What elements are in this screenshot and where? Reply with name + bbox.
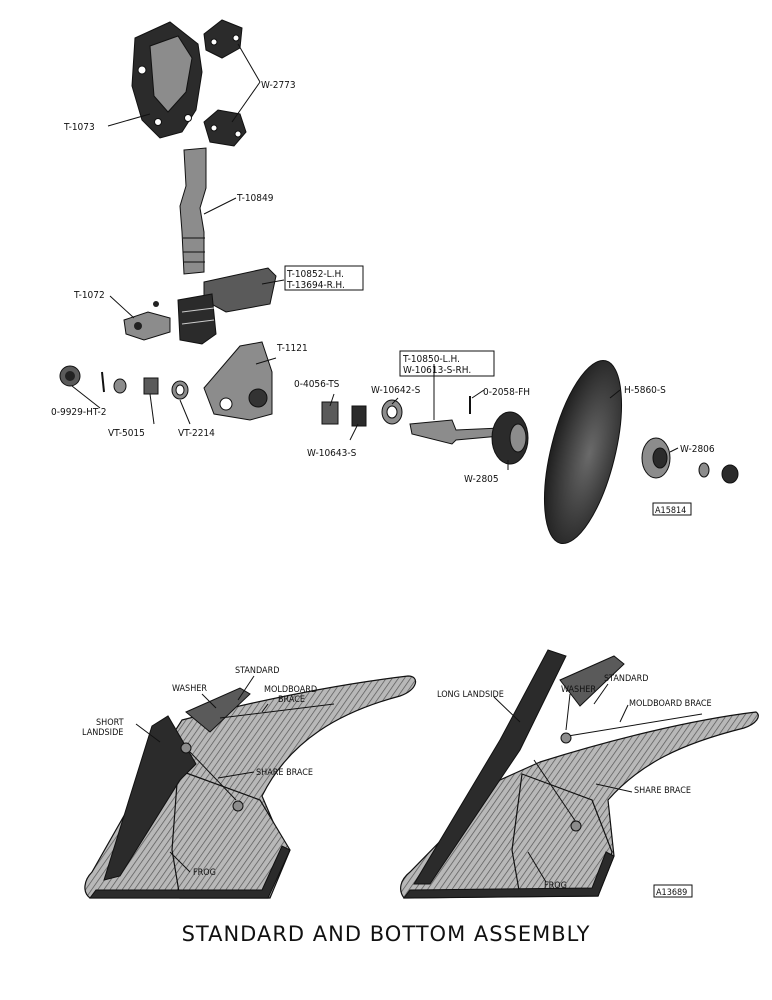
w-2773-lower-cap	[203, 109, 247, 147]
w-2805-hub	[491, 411, 529, 465]
left-label-short: SHORT	[96, 718, 124, 728]
t-10849-shaft	[179, 147, 207, 275]
t-10852-standard-arm	[177, 267, 277, 345]
right-label-frog: FROG	[544, 881, 567, 891]
left-label-washer: WASHER	[172, 684, 207, 694]
label-0-4056: 0-4056-TS	[294, 379, 340, 390]
w-2806-cap	[641, 437, 739, 484]
top-leader-lines	[71, 43, 679, 470]
vt-2214-seal	[171, 380, 189, 400]
page-title: STANDARD AND BOTTOM ASSEMBLY	[181, 922, 591, 946]
label-t-10852: T-10852-L.H.	[286, 269, 344, 280]
label-t-10849: T-10849	[236, 193, 274, 204]
left-label-frog: FROG	[193, 868, 216, 878]
label-h-5860: H-5860-S	[624, 385, 666, 396]
left-label-brace: BRACE	[278, 695, 305, 705]
right-label-standard: STANDARD	[604, 674, 648, 684]
label-w-10613: W-10613-S-RH.	[403, 365, 471, 376]
w-2773-upper-cap	[203, 19, 243, 59]
a13689-code-box	[653, 884, 693, 898]
left-leader-lines	[135, 675, 269, 873]
0-9929-dust-cap	[59, 365, 81, 387]
label-w-2805: W-2805	[464, 474, 499, 485]
t-1072-clamp	[123, 301, 171, 341]
t-10852-label-box	[284, 265, 364, 291]
label-t-13694: T-13694-R.H.	[286, 280, 345, 291]
label-t-1073: T-1073	[63, 122, 95, 133]
label-vt-2214: VT-2214	[178, 428, 215, 439]
left-label-landside: LANDSIDE	[82, 728, 123, 738]
label-t-1072: T-1072	[73, 290, 105, 301]
label-w-10643: W-10643-S	[307, 448, 357, 459]
t-10850-spindle	[409, 396, 501, 445]
right-leader-lines	[493, 683, 633, 883]
label-w-2806: W-2806	[680, 444, 715, 455]
left-label-share-brace: SHARE BRACE	[256, 768, 313, 778]
label-t-10850: T-10850-L.H.	[402, 354, 460, 365]
label-a15814: A15814	[655, 506, 686, 516]
label-a13689: A13689	[656, 888, 687, 898]
bearing-cup-group	[321, 399, 403, 427]
t-1073-bracket	[131, 21, 203, 139]
right-label-share-brace: SHARE BRACE	[634, 786, 691, 796]
t-10850-label-box	[399, 350, 495, 377]
label-t-1121: T-1121	[276, 343, 308, 354]
right-plow-bottom	[400, 649, 759, 899]
right-label-moldboard-brace: MOLDBOARD BRACE	[629, 699, 712, 709]
label-0-9929: 0-9929-HT-2	[51, 407, 106, 418]
right-label-long-landside: LONG LANDSIDE	[437, 690, 504, 700]
label-w-2773: W-2773	[261, 80, 296, 91]
label-w-10642: W-10642-S	[371, 385, 421, 396]
label-0-2058: 0-2058-FH	[483, 387, 530, 398]
t-1121-hub	[203, 341, 273, 421]
label-vt-5015: VT-5015	[108, 428, 145, 439]
left-plow-bottom	[84, 675, 417, 899]
a15814-code-box	[652, 502, 692, 516]
h-5860-disc-blade	[544, 359, 622, 545]
left-label-standard: STANDARD	[235, 666, 279, 676]
vt-5015-bearing	[101, 371, 159, 395]
left-label-moldboard: MOLDBOARD	[264, 685, 317, 695]
right-label-washer: WASHER	[561, 685, 596, 695]
